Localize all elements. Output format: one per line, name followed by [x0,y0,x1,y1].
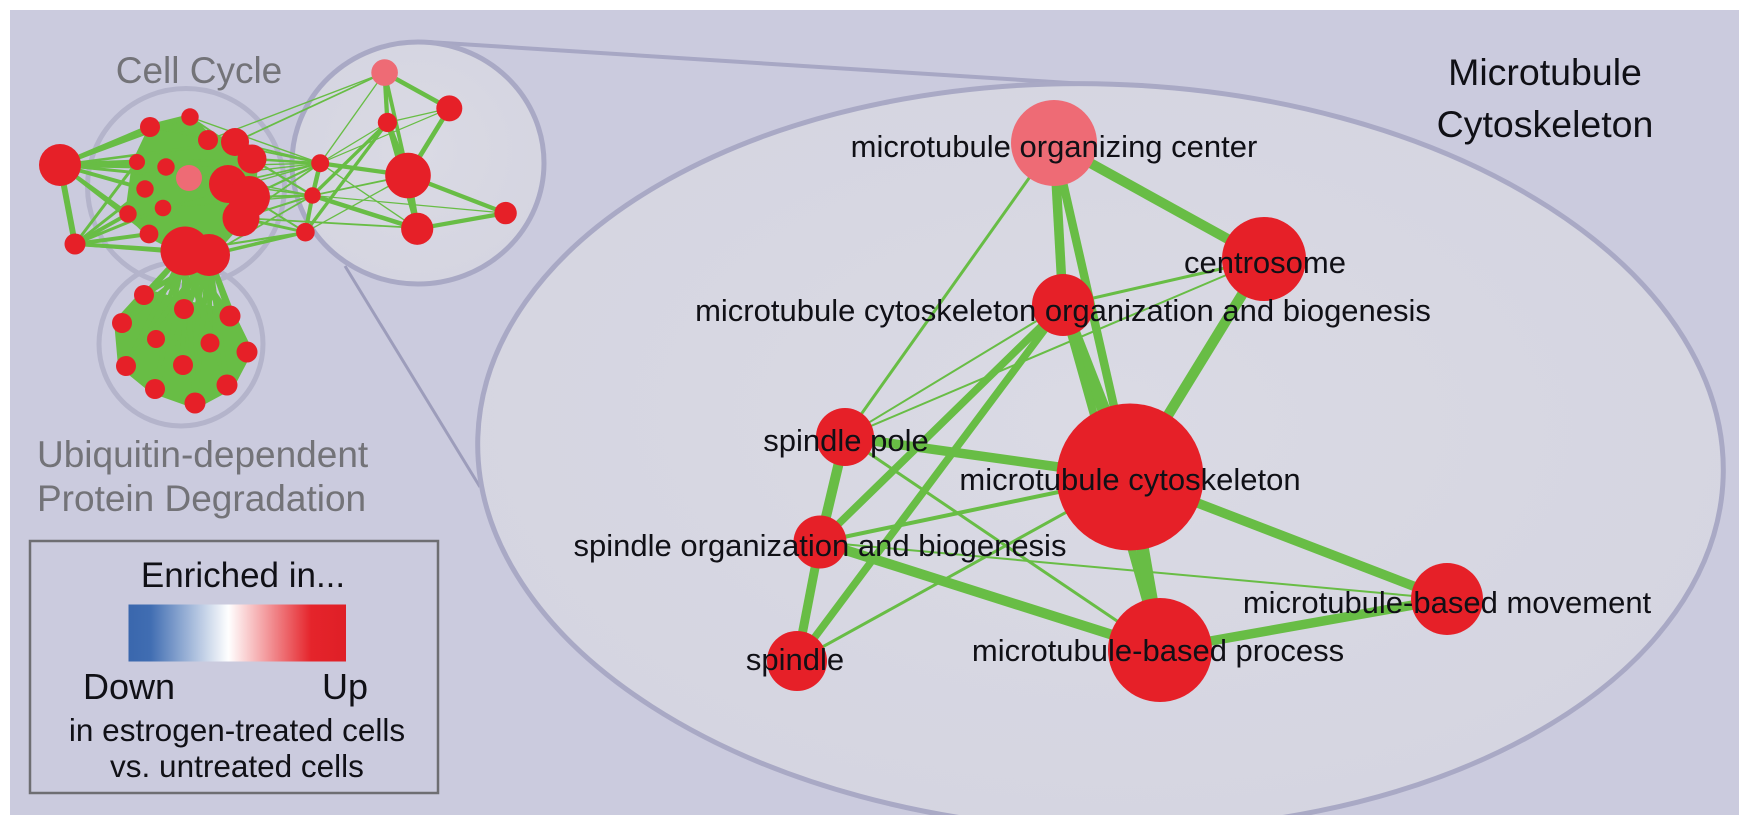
svg-text:microtubule cytoskeleton: microtubule cytoskeleton [959,462,1300,497]
svg-text:centrosome: centrosome [1184,245,1346,280]
svg-text:microtubule-based movement: microtubule-based movement [1243,585,1652,620]
svg-text:spindle: spindle [746,642,844,677]
svg-text:Enriched in...: Enriched in... [141,556,345,595]
svg-text:spindle organization and bioge: spindle organization and biogenesis [574,528,1067,563]
svg-text:Up: Up [322,666,368,707]
svg-text:microtubule cytoskeleton organ: microtubule cytoskeleton organization an… [695,293,1431,328]
svg-text:Cytoskeleton: Cytoskeleton [1437,103,1654,145]
svg-text:spindle pole: spindle pole [763,423,928,458]
svg-text:microtubule organizing center: microtubule organizing center [851,129,1258,164]
svg-text:microtubule-based process: microtubule-based process [972,633,1344,668]
svg-text:Ubiquitin-dependent: Ubiquitin-dependent [37,434,369,475]
svg-text:Microtubule: Microtubule [1448,51,1642,93]
svg-text:vs. untreated cells: vs. untreated cells [110,748,364,784]
svg-text:Cell Cycle: Cell Cycle [116,50,283,91]
svg-text:in estrogen-treated cells: in estrogen-treated cells [69,712,405,748]
svg-text:Down: Down [83,666,175,707]
svg-text:Protein Degradation: Protein Degradation [37,478,366,519]
